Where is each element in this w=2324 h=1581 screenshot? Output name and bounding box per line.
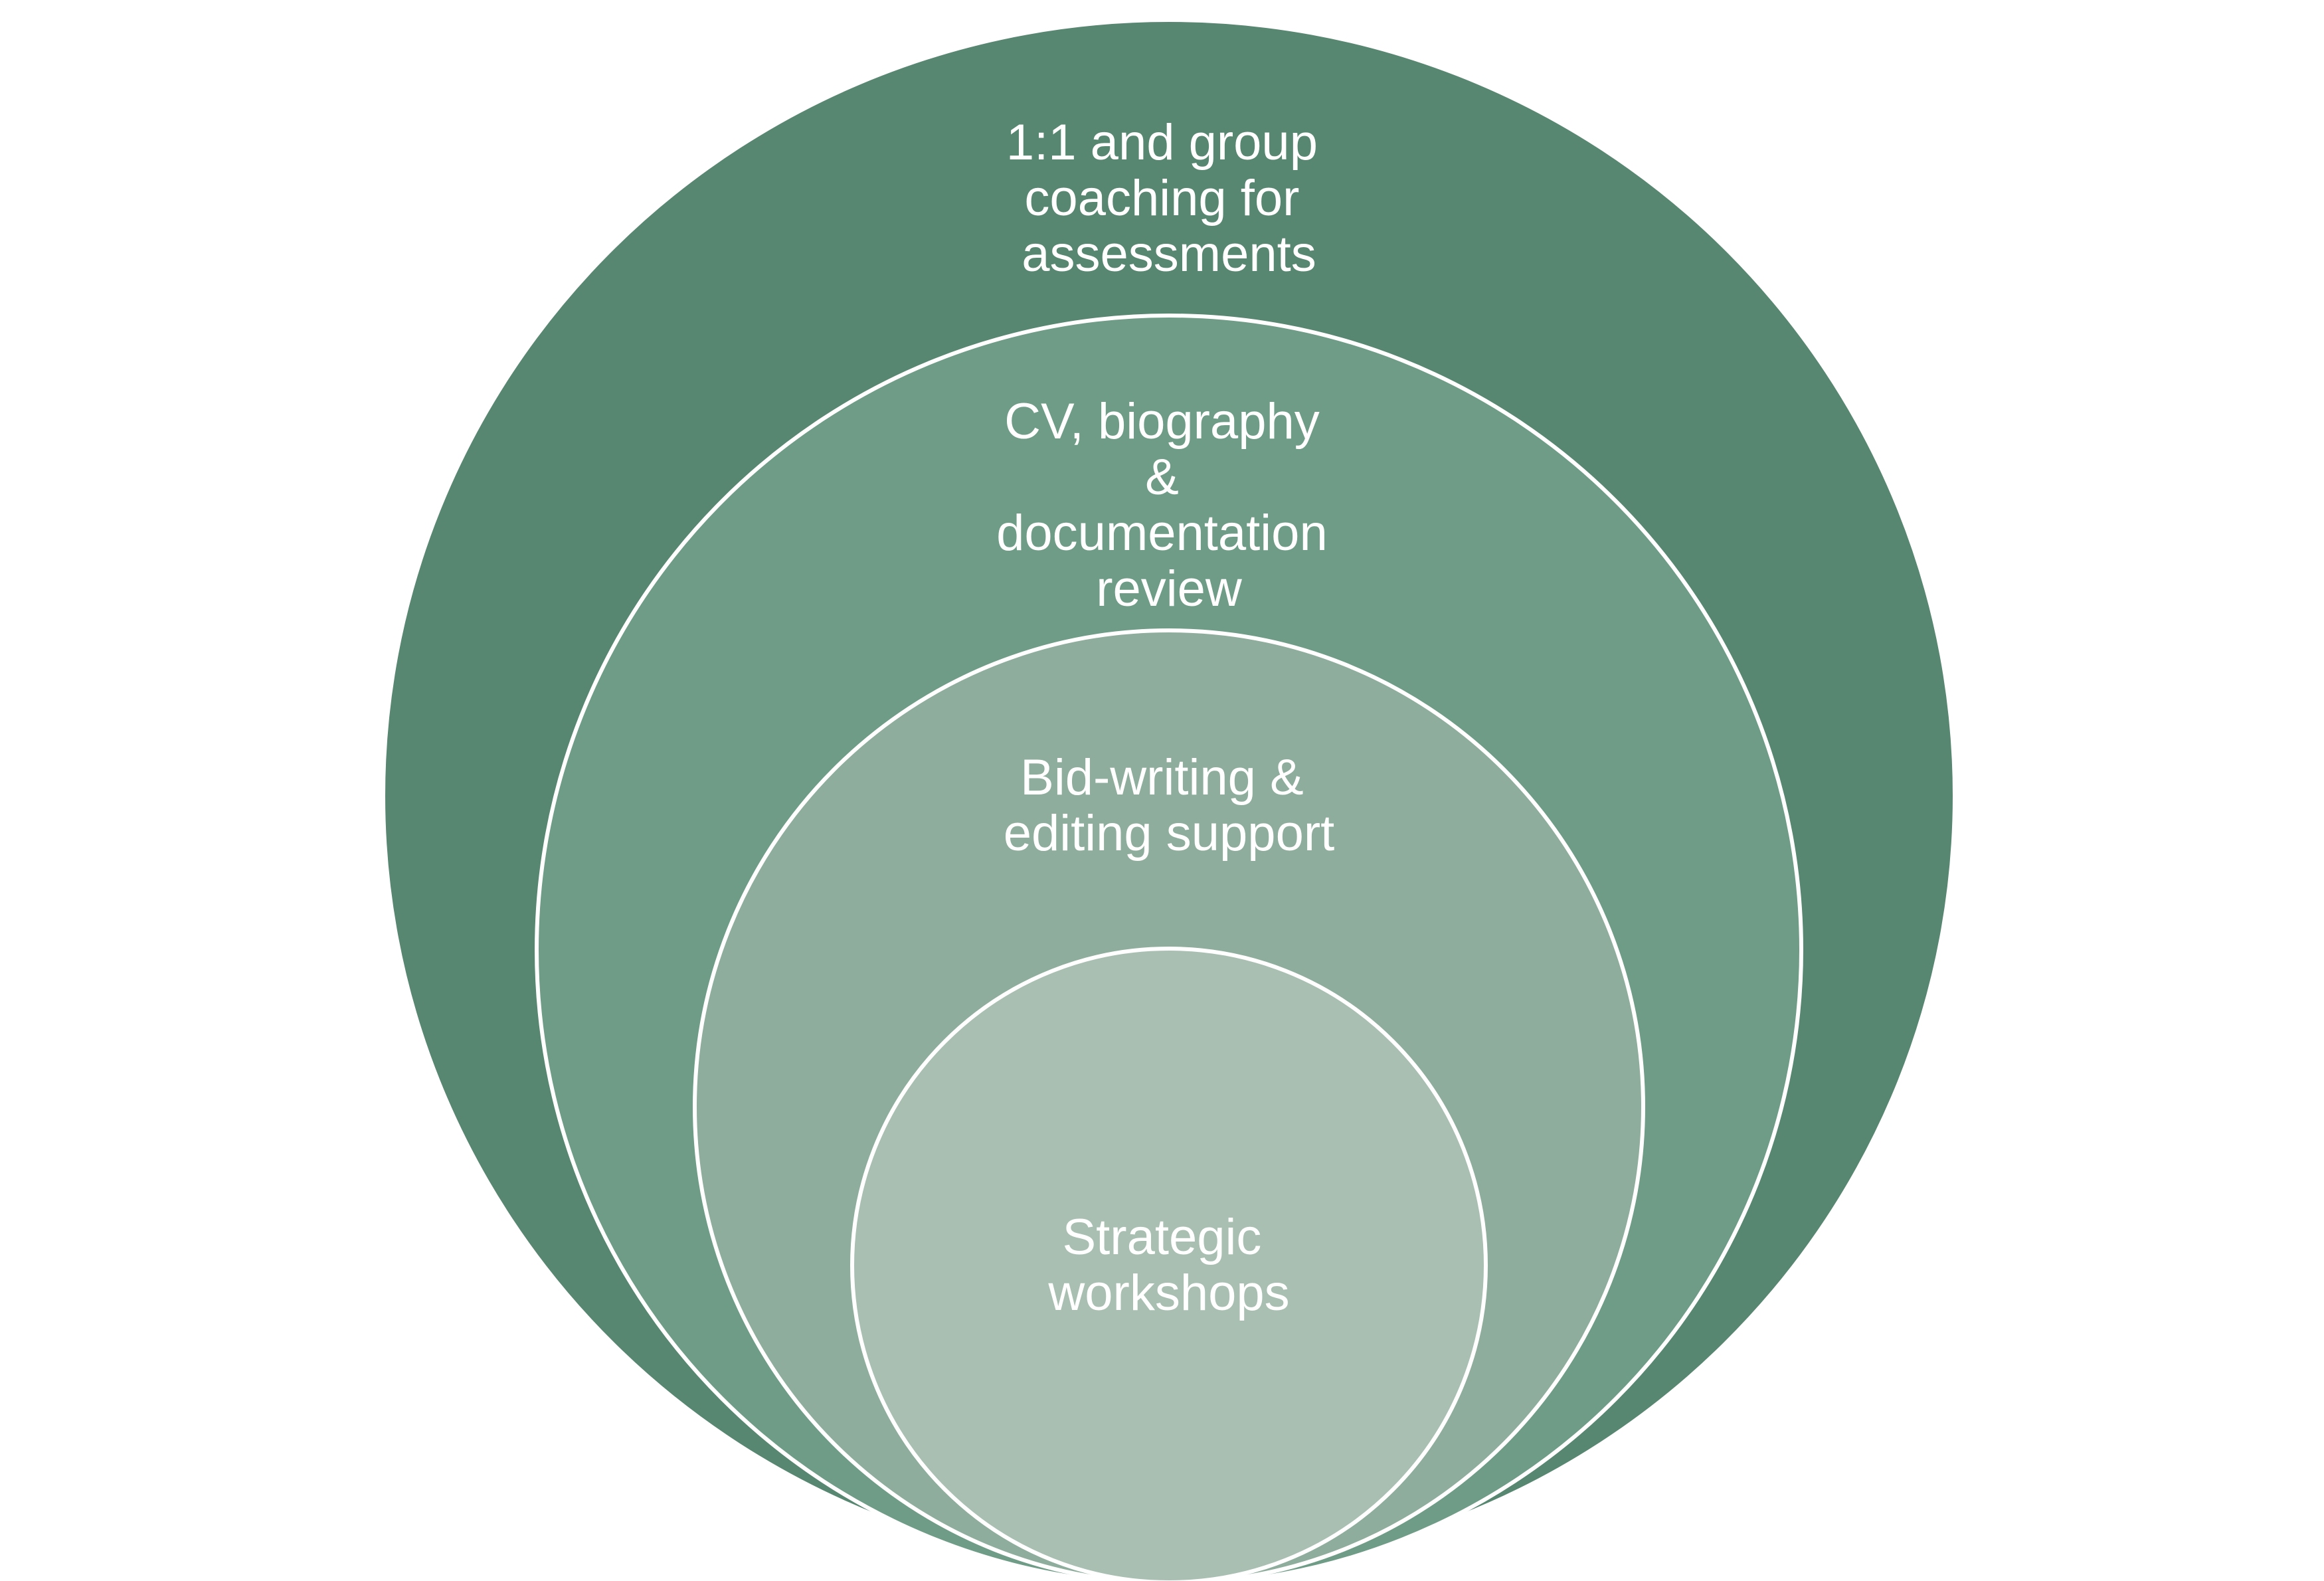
inner-circle-label-line-2: workshops bbox=[1047, 1265, 1289, 1321]
third-circle-label-line-2: editing support bbox=[1004, 805, 1335, 862]
second-circle-label-line-4: review bbox=[1096, 561, 1243, 617]
inner-circle bbox=[850, 947, 1488, 1581]
third-circle-label: Bid-writing & editing support bbox=[1004, 749, 1335, 862]
inner-circle-label-line-1: Strategic bbox=[1062, 1209, 1261, 1265]
outer-circle-label-line-1: 1:1 and group bbox=[1006, 114, 1318, 171]
inner-circle-label: Strategic workshops bbox=[1047, 1209, 1289, 1321]
outer-circle-label-line-2: coaching for bbox=[1024, 170, 1299, 227]
outer-circle-label: 1:1 and group coaching for assessments bbox=[1006, 114, 1332, 282]
third-circle-label-line-1: Bid-writing & bbox=[1020, 749, 1304, 806]
second-circle-label-line-1: CV, biography bbox=[1004, 393, 1320, 450]
second-circle-label-line-3: documentation bbox=[996, 505, 1328, 561]
second-circle-label-line-2: & bbox=[1145, 449, 1179, 506]
second-circle-label: CV, biography & documentation review bbox=[996, 393, 1342, 617]
outer-circle-label-line-3: assessments bbox=[1022, 226, 1316, 282]
inner-circle-group: Strategic workshops bbox=[850, 947, 1488, 1581]
